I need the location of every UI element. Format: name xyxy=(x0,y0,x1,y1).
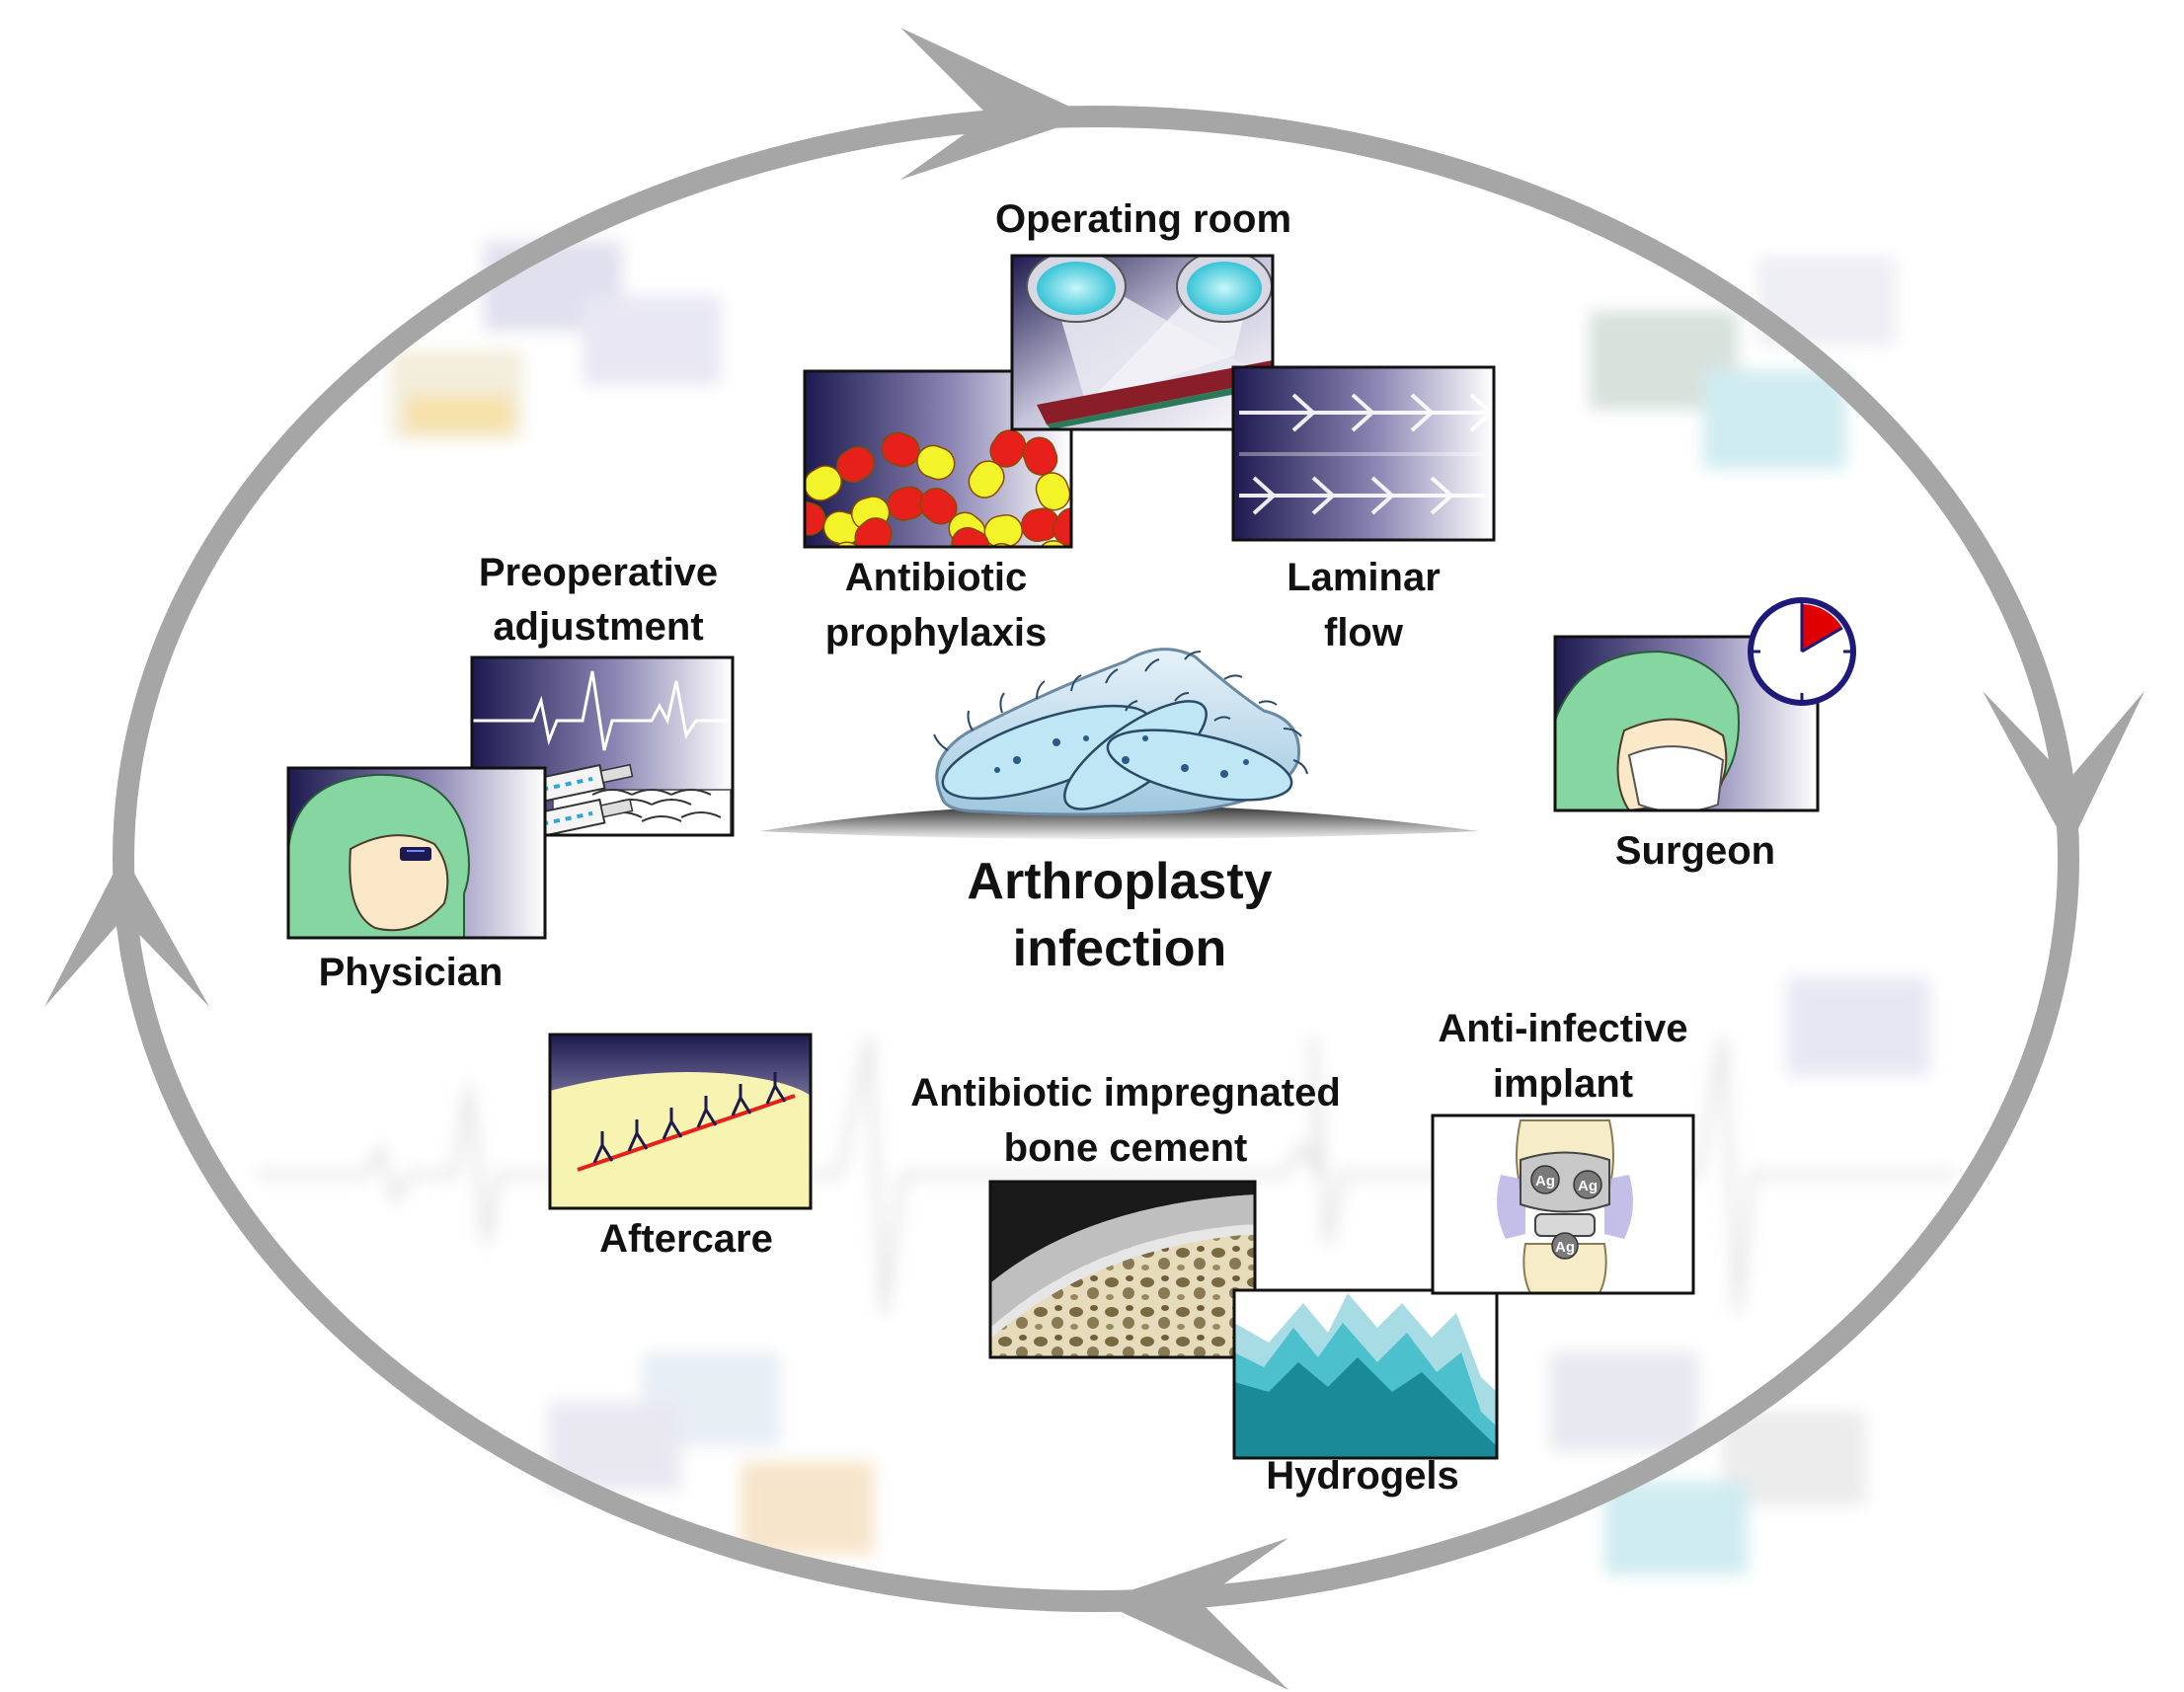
bone-cement-panel xyxy=(988,1180,1257,1359)
label-surgeon: Surgeon xyxy=(1615,829,1775,873)
label-physician: Physician xyxy=(319,951,504,994)
label-antibiotic-prophylaxis-line1: Antibiotic xyxy=(845,556,1027,599)
label-anti-infective-line2: implant xyxy=(1493,1062,1633,1106)
implant-ag-2: Ag xyxy=(1578,1178,1598,1194)
anti-infective-implant-panel: Ag Ag Ag xyxy=(1431,1114,1695,1295)
label-preoperative-line1: Preoperative xyxy=(479,551,718,594)
clock-icon xyxy=(1748,597,1856,706)
label-preoperative-line2: adjustment xyxy=(493,605,703,649)
label-operating-room: Operating room xyxy=(995,197,1291,241)
label-bone-cement-line1: Antibiotic impregnated xyxy=(910,1071,1341,1115)
label-antibiotic-prophylaxis-line2: prophylaxis xyxy=(825,611,1048,654)
cycle-arrow-top-icon xyxy=(900,28,1091,180)
operating-room-panel xyxy=(1010,254,1275,431)
label-aftercare: Aftercare xyxy=(599,1217,773,1261)
cycle-arrow-bottom-icon xyxy=(1098,1538,1288,1690)
physician-panel xyxy=(286,766,547,940)
surgeon-panel xyxy=(1553,597,1856,812)
label-laminar-flow-line1: Laminar xyxy=(1287,556,1441,599)
aftercare-panel xyxy=(548,1033,813,1210)
hydrogels-panel xyxy=(1232,1288,1499,1460)
center-title-line1: Arthroplasty xyxy=(967,853,1272,910)
faded-background-thumbnails xyxy=(390,242,1930,1575)
laminar-flow-panel xyxy=(1231,365,1496,542)
cycle-arrow-left-icon xyxy=(44,854,209,1007)
biofilm-illustration xyxy=(760,648,1479,839)
label-anti-infective-line1: Anti-infective xyxy=(1438,1007,1687,1050)
implant-ag-1: Ag xyxy=(1535,1173,1555,1190)
cycle-arrow-right-icon xyxy=(1983,691,2145,849)
implant-ag-3: Ag xyxy=(1555,1239,1575,1256)
label-hydrogels: Hydrogels xyxy=(1266,1454,1459,1498)
label-bone-cement-line2: bone cement xyxy=(1004,1126,1248,1170)
center-title-line2: infection xyxy=(1013,920,1227,977)
label-laminar-flow-line2: flow xyxy=(1324,611,1404,654)
